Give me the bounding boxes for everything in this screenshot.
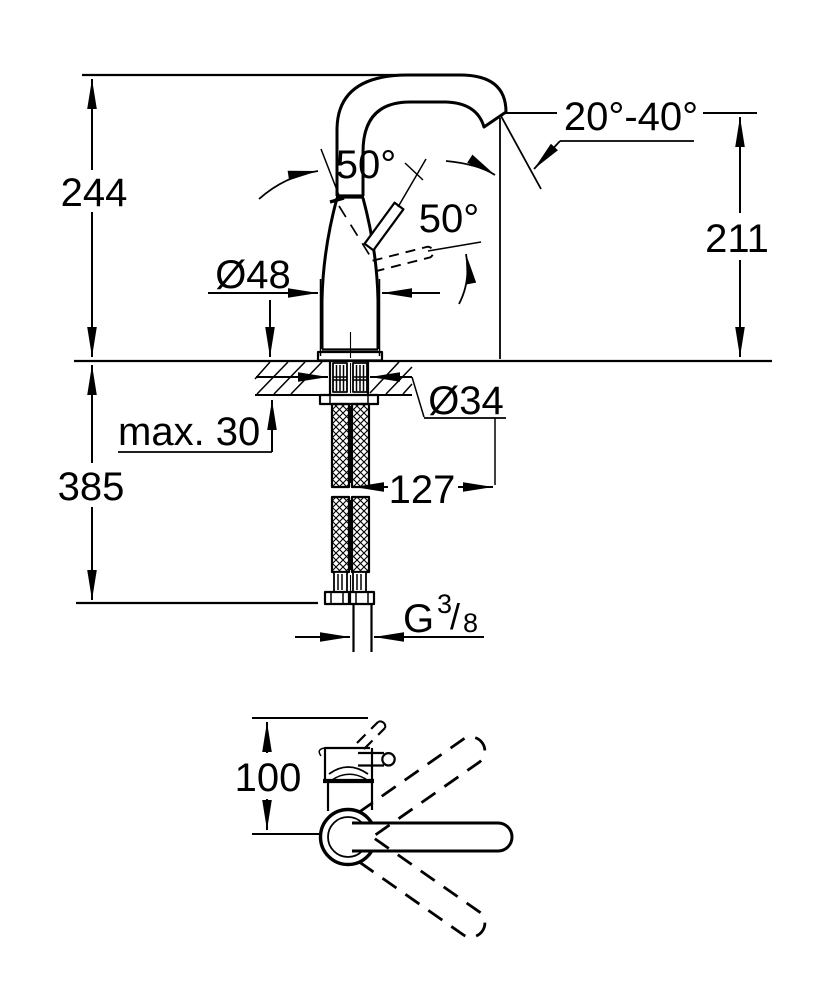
spout-plan-solid xyxy=(352,821,514,853)
mixer-body xyxy=(316,197,384,362)
thread-denominator-label: 8 xyxy=(463,608,478,638)
lever-pin-plan xyxy=(358,751,396,767)
lever-handle-raised xyxy=(363,201,405,252)
dim-below-deck-length: 385 xyxy=(58,365,125,600)
dim-hose-projection: 127 xyxy=(354,468,493,512)
dim-deck-thickness-label: max. 30 xyxy=(118,410,260,454)
spout-plan-swivel-down xyxy=(358,837,487,939)
lever-raised-plan-dashed xyxy=(356,720,387,750)
dim-hose-projection-label: 127 xyxy=(389,468,456,512)
dim-below-deck-length-label: 385 xyxy=(58,465,125,509)
front-view: 244 211 20°-40° 50° xyxy=(58,73,772,652)
dim-lever-swing-angle-label: 50° xyxy=(419,197,480,241)
plan-view: 100 xyxy=(235,717,514,939)
hose-connectors xyxy=(323,571,376,606)
hidden-lever-edge xyxy=(338,205,373,260)
dim-lever-open-angle: 50° xyxy=(258,143,397,200)
dim-lever-projection-label: 100 xyxy=(235,756,302,800)
dim-mounting-hole-label: Ø34 xyxy=(428,379,504,423)
dim-total-height: 244 xyxy=(61,79,128,357)
dim-outlet-height: 211 xyxy=(705,117,769,357)
dim-lever-open-angle-label: 50° xyxy=(336,143,397,187)
dim-total-height-label: 244 xyxy=(61,171,128,215)
dim-outlet-angle-label: 20°-40° xyxy=(564,95,698,139)
dim-lever-swing-angle: 50° xyxy=(397,158,482,305)
dim-outlet-height-label: 211 xyxy=(705,217,769,261)
mounting-nut xyxy=(318,393,380,406)
spout-plan-swivel-up xyxy=(358,735,487,837)
thread-prefix-label: G xyxy=(403,597,434,641)
cartridge-plan xyxy=(318,720,396,811)
dim-mounting-hole: Ø34 xyxy=(256,372,506,485)
spout-tip-extension xyxy=(445,118,501,359)
lever-handle-lowered-dashed xyxy=(372,245,435,273)
dim-outlet-angle: 20°-40° xyxy=(500,95,757,190)
dim-deck-thickness: max. 30 xyxy=(118,300,277,454)
dim-lever-projection: 100 xyxy=(235,717,368,835)
dim-thread-size: G 3 / 8 xyxy=(295,589,484,642)
dim-body-diameter: Ø48 xyxy=(208,253,440,356)
connection-tube xyxy=(352,604,373,652)
mounting-shank xyxy=(328,361,370,395)
reference-lines xyxy=(74,73,772,605)
thread-numerator-label: 3 xyxy=(437,589,452,619)
dim-body-diameter-label: Ø48 xyxy=(215,253,291,297)
swivel-arc-arrow xyxy=(445,154,496,176)
thread-slash-label: / xyxy=(450,596,460,637)
